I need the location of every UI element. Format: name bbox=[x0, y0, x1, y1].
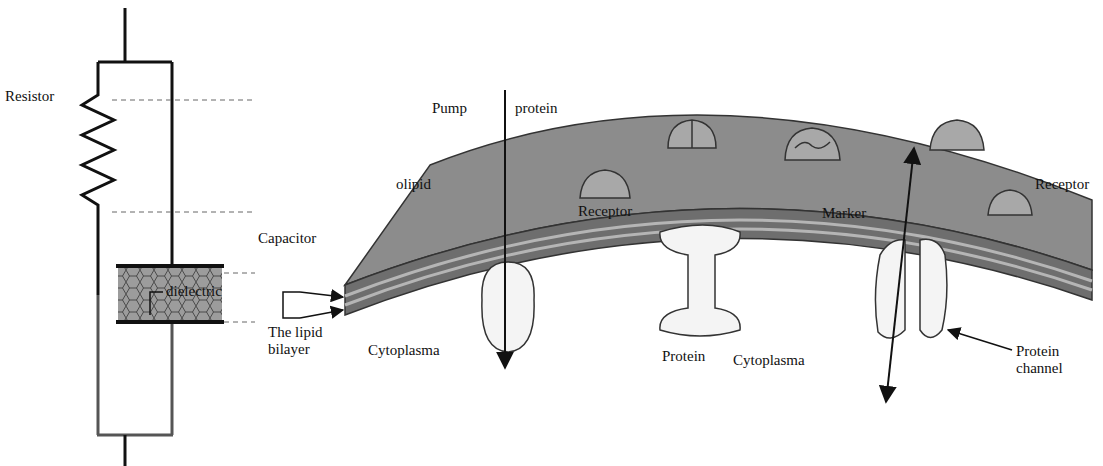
part-label: Pump bbox=[432, 100, 467, 117]
leader-line bbox=[150, 292, 163, 315]
pump-arrow bbox=[504, 90, 506, 368]
marker-mark bbox=[795, 142, 830, 148]
leader-arrow bbox=[300, 310, 343, 318]
pump-protein bbox=[482, 262, 534, 352]
protein bbox=[660, 225, 740, 336]
part-label: Cytoplasma bbox=[368, 342, 440, 359]
top-lead bbox=[124, 8, 127, 62]
channel-arrow bbox=[886, 148, 914, 402]
part-label: Protein channel bbox=[1016, 343, 1088, 378]
capacitor-wire bbox=[171, 62, 174, 266]
receptor-protein bbox=[930, 120, 984, 150]
receptor-protein bbox=[580, 170, 630, 198]
part-label: Receptor bbox=[578, 203, 632, 220]
circuit bbox=[82, 8, 173, 466]
top-wire bbox=[98, 61, 172, 64]
marker-protein bbox=[785, 128, 840, 160]
channel-protein bbox=[875, 240, 905, 338]
split-protein bbox=[668, 120, 716, 148]
part-label: Resistor bbox=[5, 88, 54, 105]
part-label: Protein bbox=[662, 348, 705, 365]
bilayer-bracket bbox=[283, 292, 343, 318]
bracket bbox=[283, 292, 300, 318]
part-label: Cytoplasma bbox=[733, 352, 805, 369]
part-label: Capacitor bbox=[258, 230, 316, 247]
membrane-proteins bbox=[482, 225, 947, 352]
resistor-wire bbox=[97, 295, 100, 435]
guide-line bbox=[224, 322, 255, 323]
guide-lines bbox=[112, 100, 255, 322]
bottom-wire bbox=[97, 434, 173, 437]
split-line bbox=[691, 121, 693, 148]
leader-arrow bbox=[948, 330, 1012, 350]
part-label: olipid bbox=[396, 176, 431, 193]
capacitor-plate bbox=[116, 264, 224, 268]
part-label: Marker bbox=[822, 205, 866, 222]
guide-line bbox=[112, 212, 255, 213]
dielectric bbox=[118, 266, 222, 322]
receptor-protein bbox=[988, 190, 1032, 215]
part-label: Receptor bbox=[1035, 176, 1089, 193]
part-label: dielectric bbox=[166, 283, 222, 300]
capacitor-plate bbox=[116, 320, 224, 324]
part-label: protein bbox=[515, 100, 558, 117]
channel-protein bbox=[920, 239, 947, 337]
membrane-side bbox=[345, 209, 1092, 315]
part-label: The lipid bilayer bbox=[268, 324, 346, 359]
guide-line bbox=[112, 100, 255, 101]
bottom-lead bbox=[124, 435, 127, 466]
surface-proteins bbox=[580, 120, 1032, 215]
leader-arrow bbox=[300, 292, 343, 297]
resistor-symbol bbox=[82, 62, 114, 295]
guide-line bbox=[224, 273, 255, 274]
capacitor-wire bbox=[171, 322, 174, 435]
